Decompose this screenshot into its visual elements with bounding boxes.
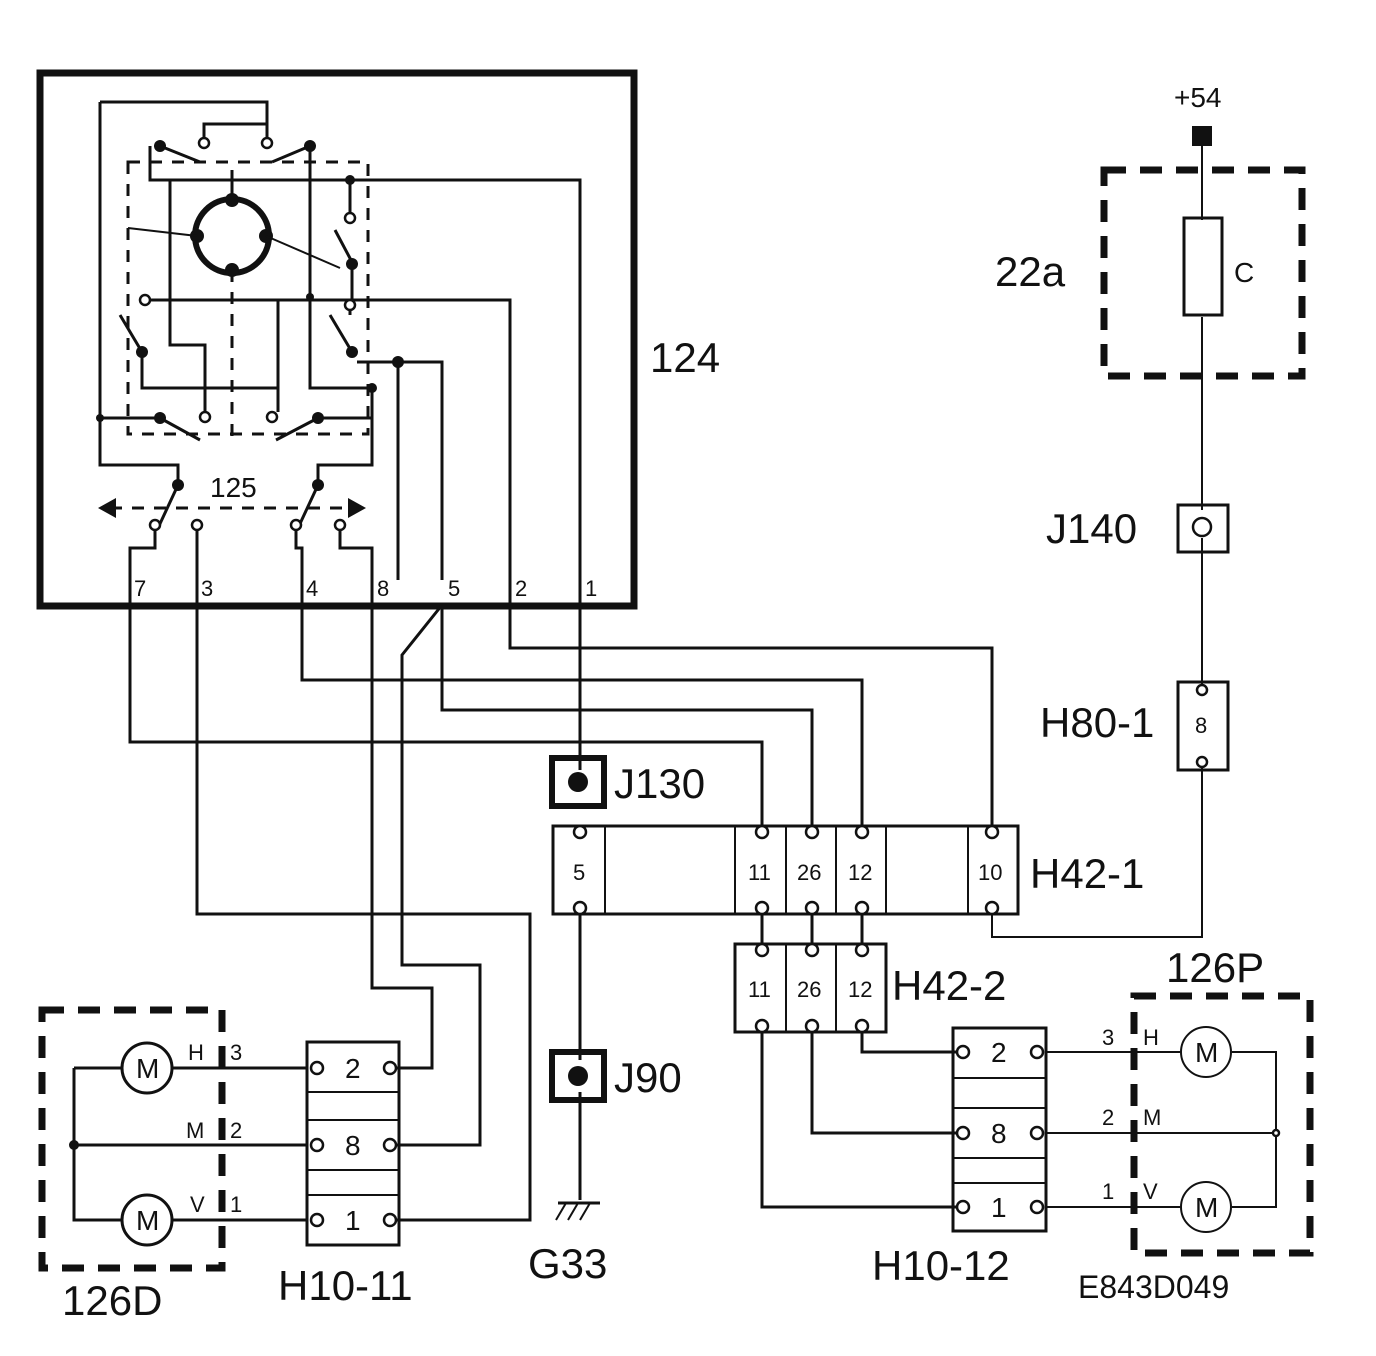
motor-126p-m2-label: M — [1195, 1192, 1218, 1223]
h42-1-label: H42-1 — [1030, 850, 1144, 897]
junction-j140: J140 — [1046, 503, 1230, 554]
motor-126d: 126D M M H 3 M 2 V 1 — [38, 1006, 307, 1324]
h10-11-pin-1: 1 — [345, 1205, 361, 1236]
fuse-c-label: C — [1234, 257, 1254, 288]
motor-126p-outline — [1130, 992, 1314, 1257]
figure-code: E843D049 — [1078, 1269, 1229, 1305]
switch-124-housing — [36, 69, 638, 610]
motor-126p-1: 1 — [1102, 1179, 1114, 1204]
fuse-box-22a: +54 C 22a — [995, 82, 1306, 380]
h10-11-label: H10-11 — [278, 1262, 413, 1309]
terminal-2: 2 — [515, 576, 527, 601]
motor-126d-m1-label: M — [136, 1053, 159, 1084]
motor-126p: 126P M M 3 H 2 M 1 V — [1046, 944, 1314, 1257]
h42-1-pin-10: 10 — [978, 860, 1002, 885]
ground-label: G33 — [528, 1240, 607, 1287]
switch-124-label: 124 — [650, 334, 720, 381]
terminal-4: 4 — [306, 576, 318, 601]
h42-2-label: H42-2 — [892, 962, 1006, 1009]
motor-126p-m1 — [1180, 1026, 1232, 1078]
motor-126d-label: 126D — [62, 1277, 162, 1324]
h42-2-pin-12: 12 — [848, 977, 872, 1002]
h42-1-pin-26: 26 — [797, 860, 821, 885]
h80-label: H80-1 — [1040, 699, 1154, 746]
h80-pin-8: 8 — [1195, 713, 1207, 738]
supply-terminal — [1192, 126, 1212, 146]
motor-126d-h: H — [188, 1040, 204, 1065]
wiring — [128, 140, 1203, 1222]
motor-126d-m1 — [120, 1041, 174, 1095]
motor-126d-3: 3 — [230, 1040, 242, 1065]
h10-11-pin-2: 2 — [345, 1053, 361, 1084]
ground-g33: G33 — [528, 1201, 607, 1287]
junction-j130: J130 — [549, 755, 705, 809]
motor-126d-1: 1 — [230, 1192, 242, 1217]
h10-12-label: H10-12 — [872, 1242, 1010, 1289]
motor-126d-m: M — [186, 1118, 204, 1143]
motor-126d-m2 — [120, 1193, 174, 1247]
switch-124: 1 2 4 — [36, 69, 720, 610]
terminal-1: 1 — [585, 576, 597, 601]
rotary-selector — [192, 196, 272, 276]
h42-2-pin-11: 11 — [748, 977, 771, 1002]
h42-1-pin-11: 11 — [748, 860, 771, 885]
h10-12-pin-8: 8 — [991, 1118, 1007, 1149]
motor-126d-v: V — [190, 1192, 205, 1217]
terminal-7: 7 — [134, 576, 146, 601]
switch-125-label: 125 — [210, 472, 257, 503]
h42-1-pin-5: 5 — [573, 860, 585, 885]
motor-126p-m1-label: M — [1195, 1037, 1218, 1068]
junction-j90: J90 — [549, 1049, 682, 1103]
h42-2-pin-26: 26 — [797, 977, 821, 1002]
h10-11-pin-8: 8 — [345, 1130, 361, 1161]
motor-126p-h: H — [1143, 1025, 1159, 1050]
h42-1-pin-12: 12 — [848, 860, 872, 885]
motor-126p-2: 2 — [1102, 1105, 1114, 1130]
terminal-3: 3 — [201, 576, 213, 601]
motor-126d-2: 2 — [230, 1118, 242, 1143]
motor-126p-3: 3 — [1102, 1025, 1114, 1050]
fuse-box-outline — [1100, 166, 1306, 380]
j130-label: J130 — [614, 760, 705, 807]
terminal-8: 8 — [377, 576, 389, 601]
connector-h42-2: 11 26 12 H42-2 — [733, 942, 1006, 1034]
motor-126d-outline — [38, 1006, 226, 1272]
switch-inner-dashed — [126, 160, 370, 436]
supply-label: +54 — [1174, 82, 1222, 113]
connector-h10-11: 2 8 1 H10-11 — [278, 1040, 413, 1309]
fuse-box-label: 22a — [995, 248, 1066, 295]
h10-12-pin-1: 1 — [991, 1192, 1007, 1223]
motor-126d-m2-label: M — [136, 1205, 159, 1236]
connector-h80-1: 8 H80-1 — [1040, 680, 1230, 772]
motor-126p-v: V — [1143, 1179, 1158, 1204]
terminal-5: 5 — [448, 576, 460, 601]
fuse-c — [1182, 216, 1224, 317]
j90-label: J90 — [614, 1054, 682, 1101]
j140-label: J140 — [1046, 505, 1137, 552]
h10-12-pin-2: 2 — [991, 1037, 1007, 1068]
connector-h10-12: 2 8 1 H10-12 — [872, 1026, 1048, 1289]
motor-126p-m: M — [1143, 1105, 1161, 1130]
motor-126p-label: 126P — [1166, 944, 1264, 991]
motor-126p-m2 — [1180, 1181, 1232, 1233]
connector-h42-1: 5 11 26 12 10 H42-1 — [551, 824, 1144, 916]
